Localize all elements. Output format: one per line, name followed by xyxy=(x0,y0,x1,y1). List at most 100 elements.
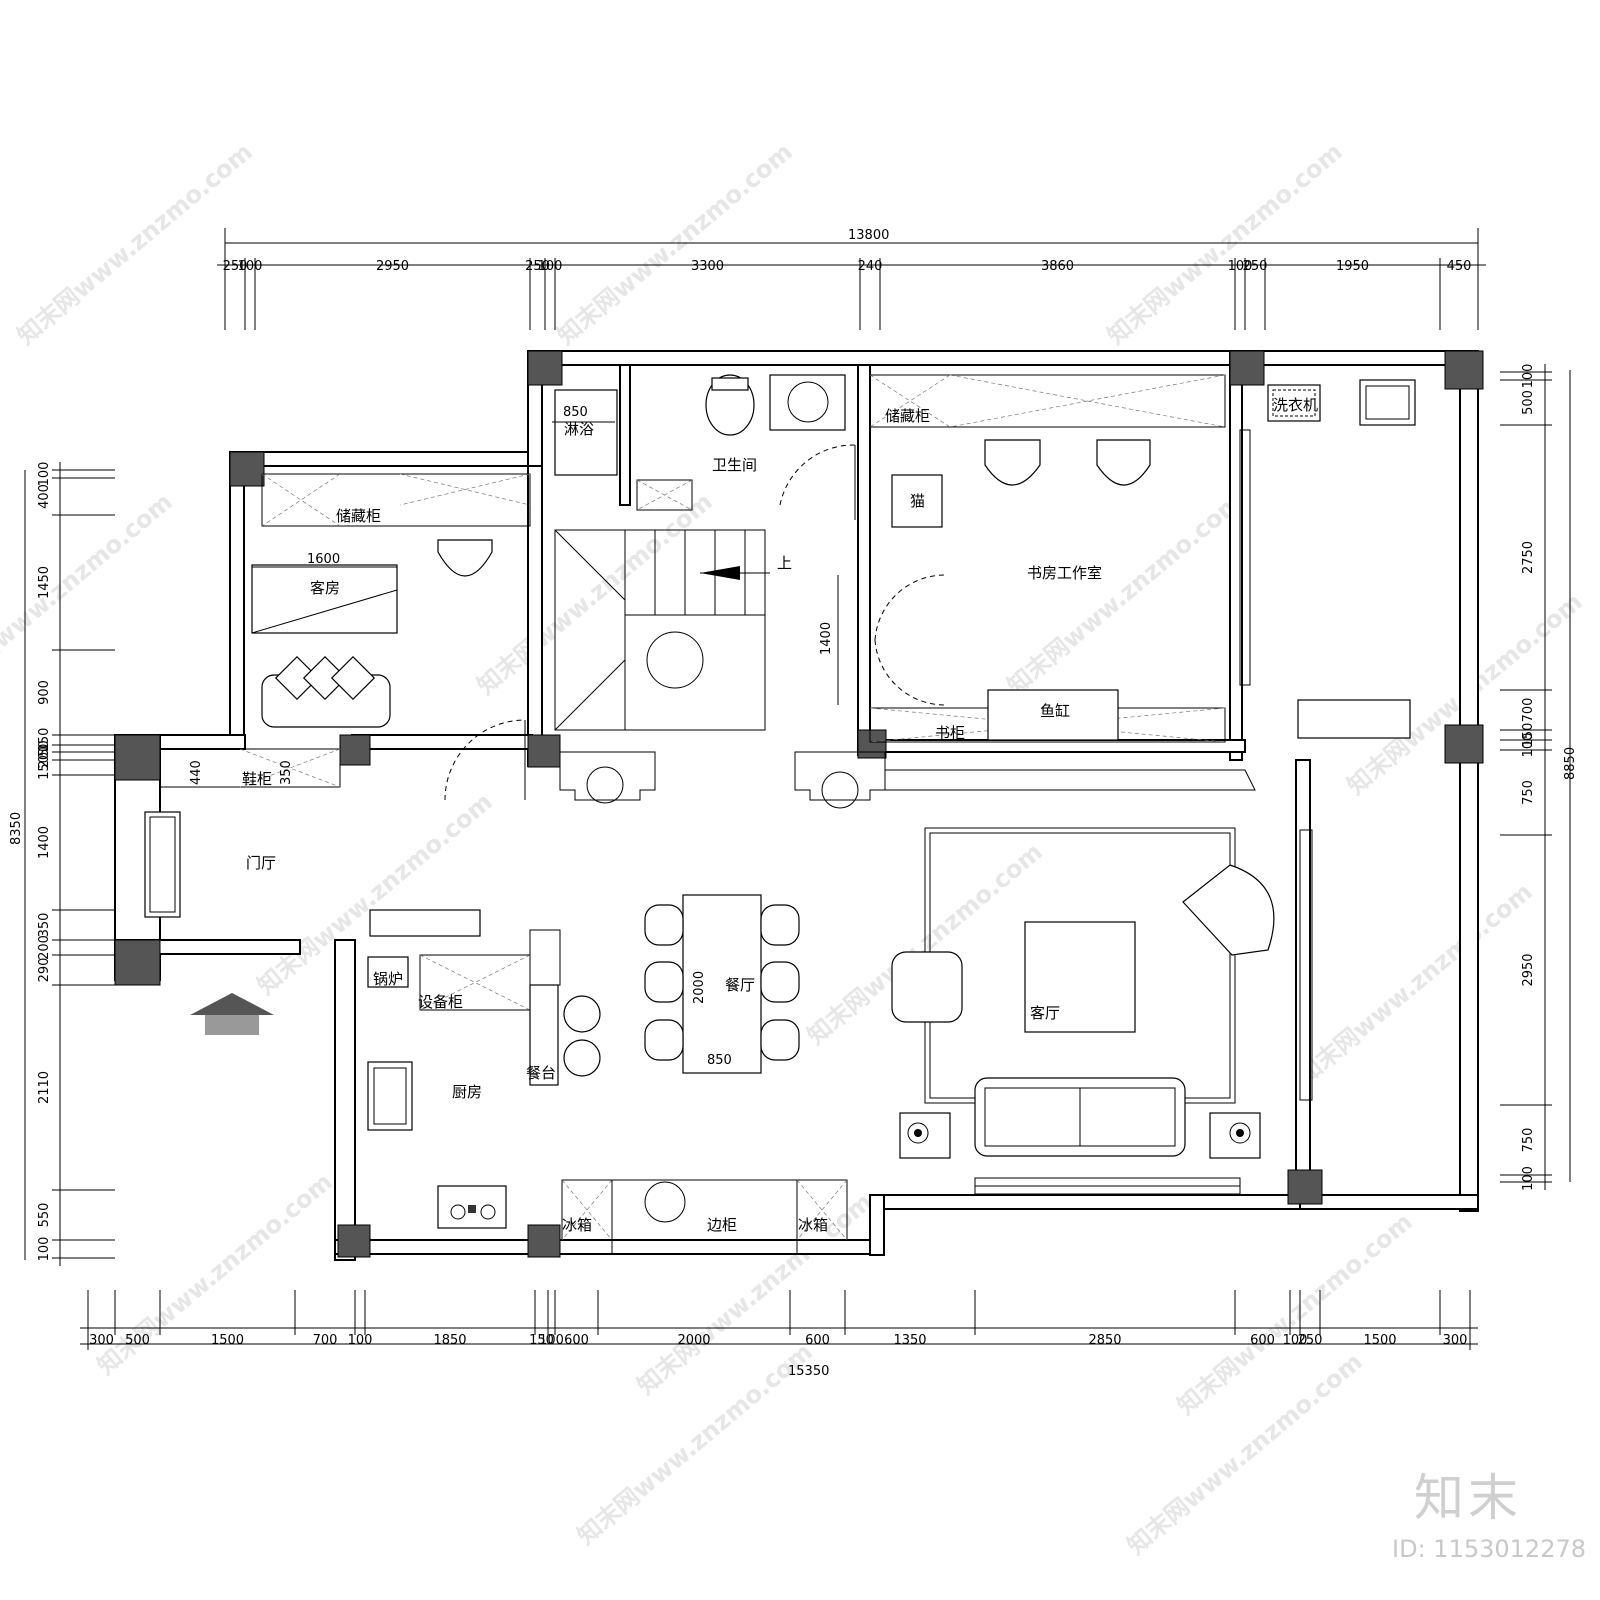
label-fridge-right: 冰箱 xyxy=(798,1216,828,1234)
stair-up-arrow-icon xyxy=(700,566,740,580)
watermark-text: 知末网www.znzmo.com xyxy=(92,1168,338,1381)
watermark-text: 知末网www.znzmo.com xyxy=(1172,1208,1418,1421)
dim-label: 1500 xyxy=(1363,1333,1396,1348)
wall-shoe-top xyxy=(351,734,533,750)
wall-bottom-right xyxy=(1299,1194,1479,1210)
label-washing-machine: 洗衣机 xyxy=(1273,396,1318,414)
dim-label: 700 xyxy=(313,1333,338,1348)
dim-label: 1850 xyxy=(433,1333,466,1348)
label-dining-room: 餐厅 xyxy=(725,976,755,994)
watermark-text: 知末网www.znzmo.com xyxy=(1002,488,1248,701)
furniture xyxy=(144,374,1416,1255)
entrance-arrow-icon xyxy=(190,993,274,1035)
brand-logo: 知末 xyxy=(1414,1469,1522,1527)
wall-bottom-living xyxy=(869,1194,1301,1210)
left-dimensions: 1004001450900150502001501400350200290211… xyxy=(37,462,52,1262)
dim-table-width: 850 xyxy=(707,1053,732,1068)
shower xyxy=(554,389,618,476)
bar-stool xyxy=(563,1039,601,1077)
wall-study-left xyxy=(857,364,871,756)
wall-balcony xyxy=(1295,759,1311,1201)
coffee-table xyxy=(1024,921,1136,1033)
label-foyer: 门厅 xyxy=(246,854,276,872)
watermark-text: 知末网www.znzmo.com xyxy=(552,138,798,351)
armchair-right xyxy=(1182,864,1275,956)
wall-step xyxy=(869,1194,885,1256)
label-up: 上 xyxy=(777,554,792,572)
label-storage-cabinet-left: 储藏柜 xyxy=(336,507,381,525)
dim-label: 100 xyxy=(1521,733,1536,758)
study-chair-1 xyxy=(984,439,1041,486)
dim-label: 2950 xyxy=(1521,953,1536,986)
dim-label: 250 xyxy=(1298,1333,1323,1348)
fridge-right xyxy=(796,1179,848,1241)
bath-cabinet xyxy=(636,479,693,511)
dim-label: 1350 xyxy=(893,1333,926,1348)
dim-label: 1500 xyxy=(211,1333,244,1348)
label-kitchen: 厨房 xyxy=(452,1083,482,1101)
dim-label: 2850 xyxy=(1088,1333,1121,1348)
dim-label: 100 xyxy=(539,1333,564,1348)
label-dining-counter: 餐台 xyxy=(526,1064,556,1082)
sideboard xyxy=(611,1179,798,1241)
inner-dimensions: 850 1600 1400 440 350 2000 850 xyxy=(189,405,839,1068)
label-shower: 淋浴 xyxy=(564,420,594,438)
dim-label: 150 xyxy=(37,755,52,780)
label-boiler: 锅炉 xyxy=(373,970,403,988)
storage-cabinet-left xyxy=(261,473,531,527)
column xyxy=(527,350,563,386)
dining-chairs xyxy=(644,904,800,1061)
watermark-text: 知末网www.znzmo.com xyxy=(12,138,258,351)
dim-label: 550 xyxy=(37,1203,52,1228)
console-shelf xyxy=(369,909,481,937)
watermark-text: 知末网www.znzmo.com xyxy=(0,488,178,701)
column xyxy=(857,729,887,759)
dim-label: 250 xyxy=(1243,259,1268,274)
column xyxy=(114,939,161,986)
dim-table-length: 2000 xyxy=(692,971,707,1004)
dim-label: 3860 xyxy=(1041,259,1074,274)
dim-right-total: 8850 xyxy=(1563,747,1578,780)
dim-label: 100 xyxy=(238,259,263,274)
bar-stool xyxy=(563,995,601,1033)
dim-left-total: 8350 xyxy=(9,812,24,845)
dining-counter xyxy=(529,984,559,1086)
wall-bottom-left xyxy=(334,1239,876,1255)
column xyxy=(114,734,161,781)
study-chair-2 xyxy=(1096,439,1151,486)
watermark-text: 知末网www.znzmo.com xyxy=(1102,138,1348,351)
cat-box xyxy=(891,474,943,528)
dim-label: 350 xyxy=(37,913,52,938)
sideboard-basin xyxy=(644,1181,686,1223)
label-living-room: 客厅 xyxy=(1030,1004,1060,1022)
fish-tank xyxy=(987,689,1119,741)
dim-label: 100 xyxy=(37,462,52,487)
column xyxy=(339,734,371,766)
dim-label: 100 xyxy=(37,1237,52,1262)
dim-label: 500 xyxy=(125,1333,150,1348)
watermark-text: 知末网www.znzmo.com xyxy=(1122,1348,1368,1561)
label-study-studio: 书房工作室 xyxy=(1027,564,1102,582)
staircase xyxy=(554,529,770,731)
dim-label: 100 xyxy=(348,1333,373,1348)
dim-label: 600 xyxy=(564,1333,589,1348)
dim-label: 100 xyxy=(1228,259,1253,274)
dim-label: 3300 xyxy=(691,259,724,274)
dim-shoe-440: 440 xyxy=(189,760,204,785)
laundry-sink xyxy=(1359,379,1416,426)
label-equipment-cabinet: 设备柜 xyxy=(418,993,463,1011)
dim-label: 2000 xyxy=(677,1333,710,1348)
dim-label: 250 xyxy=(223,259,248,274)
wall-kitchen-left xyxy=(334,939,356,1261)
balcony-bench xyxy=(1297,699,1411,739)
dim-label: 500 xyxy=(1521,390,1536,415)
dim-shower-width: 850 xyxy=(563,405,588,420)
dim-label: 700 xyxy=(1521,698,1536,723)
wall-top-center xyxy=(527,350,1231,366)
label-cat: 猫 xyxy=(910,492,925,510)
bathroom-sink xyxy=(769,374,846,431)
dim-label: 50 xyxy=(37,740,52,757)
label-sideboard: 边柜 xyxy=(707,1216,737,1234)
dim-bottom-total: 15350 xyxy=(788,1364,829,1379)
